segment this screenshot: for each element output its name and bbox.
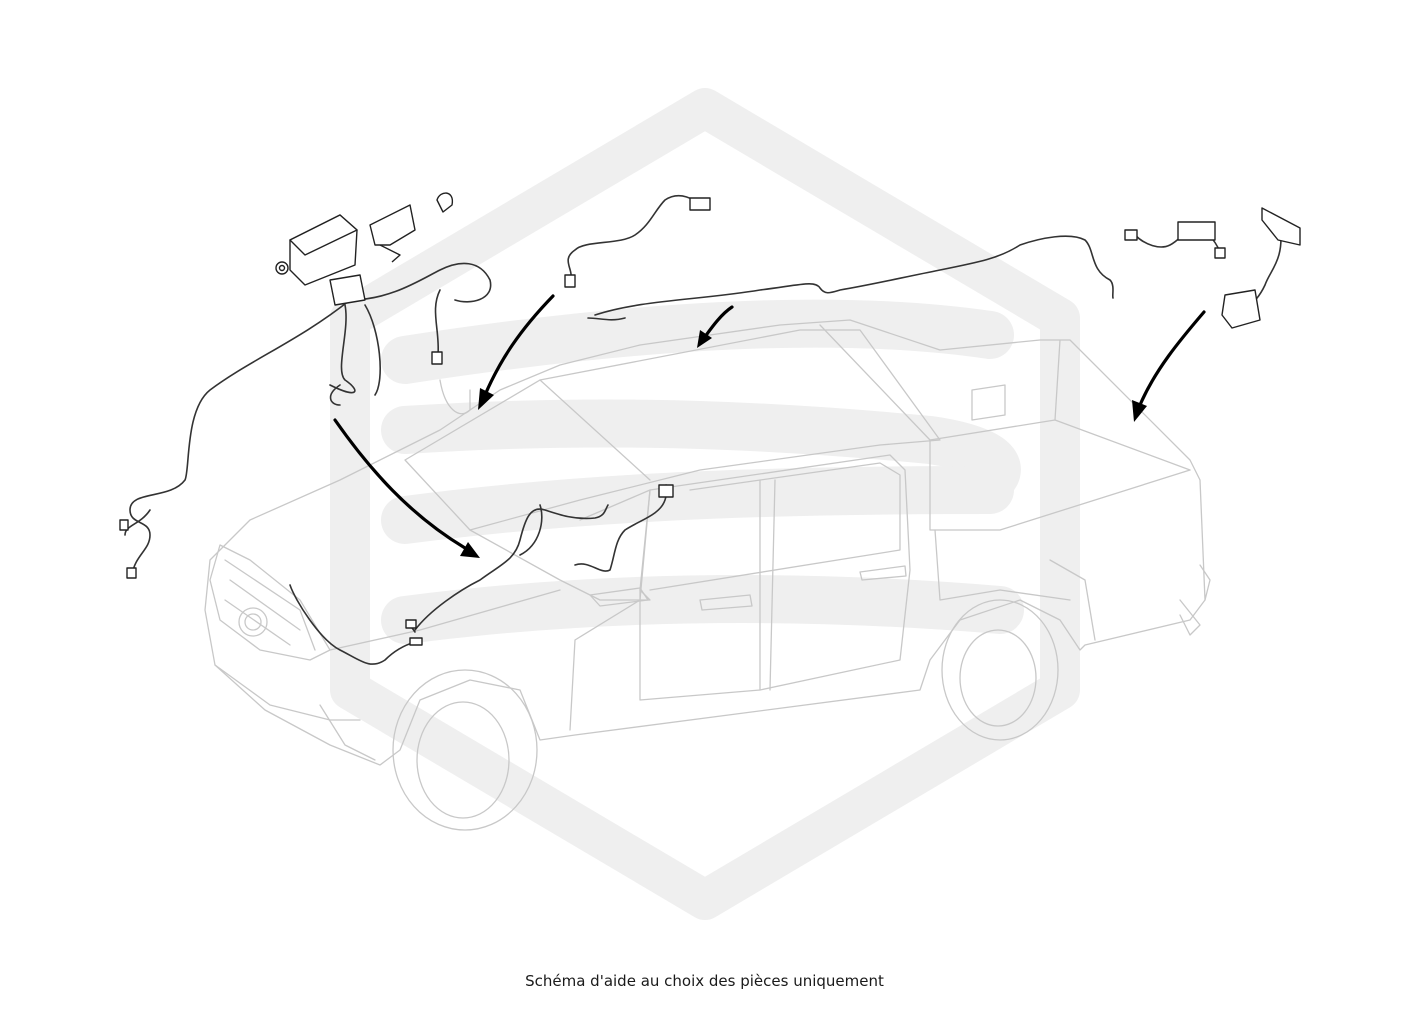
watermark-logo	[330, 88, 1080, 920]
diagram-caption: Schéma d'aide au choix des pièces unique…	[525, 972, 884, 990]
control-module-parts	[275, 192, 454, 306]
wiring-harnesses	[119, 195, 1301, 665]
pickup-truck-outline	[204, 319, 1211, 831]
pointer-arrows	[333, 294, 1206, 558]
